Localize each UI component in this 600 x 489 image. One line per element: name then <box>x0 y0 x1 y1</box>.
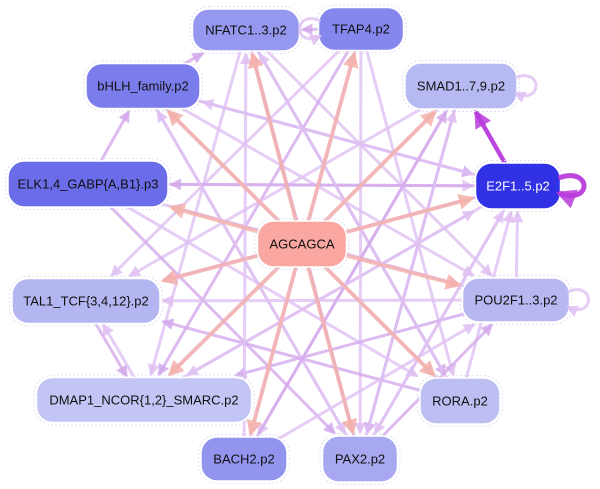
node-label-smad: SMAD1..7,9.p2 <box>417 79 505 94</box>
edge-agcagca-to-pax2 <box>300 243 358 436</box>
node-label-elk: ELK1,4_GABP{A,B1}.p3 <box>18 177 159 192</box>
node-box-tfap4 <box>317 6 405 52</box>
node-box-agcagca <box>256 220 348 268</box>
self-loop-tfap4 <box>298 17 323 46</box>
node-label-tfap4: TFAP4.p2 <box>332 22 390 37</box>
node-label-pax2: PAX2.p2 <box>335 452 385 467</box>
node-halo <box>83 60 203 112</box>
edge-pax2-to-e2f <box>358 210 505 460</box>
node-box-bach2 <box>200 436 288 482</box>
node-halo <box>33 374 255 426</box>
node-tfap4[interactable]: TFAP4.p2 <box>315 4 407 54</box>
node-bach2[interactable]: BACH2.p2 <box>198 434 290 484</box>
self-loop-pou2f <box>565 288 590 317</box>
node-rora[interactable]: RORA.p2 <box>417 375 503 427</box>
node-box-e2f <box>474 162 562 210</box>
edge-smad-to-tal1 <box>128 84 462 278</box>
edge-dmap1-to-e2f <box>143 210 475 402</box>
node-smad[interactable]: SMAD1..7,9.p2 <box>402 60 520 112</box>
node-tal1[interactable]: TAL1_TCF{3,4,12}.p2 <box>9 275 163 327</box>
node-label-pou2f: POU2F1..3.p2 <box>474 293 557 308</box>
node-label-rora: RORA.p2 <box>432 394 488 409</box>
edge-bach2-to-pou2f <box>243 323 476 461</box>
edge-agcagca-to-nfatc <box>248 51 304 245</box>
node-box-dmap1 <box>35 376 253 424</box>
edge-pax2-to-smad <box>358 110 458 460</box>
node-agcagca[interactable]: AGCAGCA <box>254 218 350 270</box>
node-label-bhlh: bHLH_family.p2 <box>97 79 189 94</box>
node-box-bhlh <box>85 62 201 110</box>
edge-nfatc-to-dmap1 <box>147 29 248 377</box>
node-box-pou2f <box>461 277 571 323</box>
self-loop-smad <box>513 74 538 103</box>
self-loops-layer <box>298 17 590 317</box>
node-label-dmap1: DMAP1_NCOR{1,2}_SMARC.p2 <box>49 393 238 408</box>
node-halo <box>198 434 290 484</box>
node-label-tal1: TAL1_TCF{3,4,12}.p2 <box>23 294 149 309</box>
node-label-nfatc: NFATC1..3.p2 <box>205 23 286 38</box>
node-dmap1[interactable]: DMAP1_NCOR{1,2}_SMARC.p2 <box>33 374 255 426</box>
node-nfatc[interactable]: NFATC1..3.p2 <box>189 6 303 54</box>
node-halo <box>9 275 163 327</box>
node-box-elk <box>7 160 169 208</box>
edge-elk-to-pax2 <box>86 182 336 435</box>
node-label-e2f: E2F1..5.p2 <box>486 179 550 194</box>
node-e2f[interactable]: E2F1..5.p2 <box>472 160 564 212</box>
edge-tfap4-to-tal1 <box>110 27 363 278</box>
node-halo <box>319 433 401 485</box>
edge-e2f-to-bhlh <box>201 98 519 188</box>
edge-elk-to-rora <box>87 182 419 378</box>
node-label-bach2: BACH2.p2 <box>213 452 274 467</box>
node-elk[interactable]: ELK1,4_GABP{A,B1}.p3 <box>5 158 171 210</box>
node-pou2f[interactable]: POU2F1..3.p2 <box>459 275 573 325</box>
node-box-rora <box>419 377 501 425</box>
edge-e2f-to-elk <box>169 178 519 191</box>
node-halo <box>472 160 564 212</box>
edge-agcagca-to-bach2 <box>246 243 304 437</box>
node-box-pax2 <box>321 435 399 483</box>
edge-tfap4-to-rora <box>359 28 457 377</box>
edge-nfatc-to-pou2f <box>244 28 493 277</box>
edge-pou2f-to-tal1 <box>161 294 517 307</box>
node-halo <box>189 6 303 54</box>
node-bhlh[interactable]: bHLH_family.p2 <box>83 60 203 112</box>
node-pax2[interactable]: PAX2.p2 <box>319 433 401 485</box>
self-loop-e2f <box>555 173 587 209</box>
node-box-tal1 <box>11 277 161 325</box>
node-halo <box>459 275 573 325</box>
node-label-agcagca: AGCAGCA <box>269 237 334 252</box>
node-box-smad <box>404 62 518 110</box>
nodes-layer: NFATC1..3.p2 TFAP4.p2 bHLH_family.p2 SMAD1.… <box>5 4 573 485</box>
node-halo <box>254 218 350 270</box>
edge-agcagca-to-tfap4 <box>300 51 359 245</box>
